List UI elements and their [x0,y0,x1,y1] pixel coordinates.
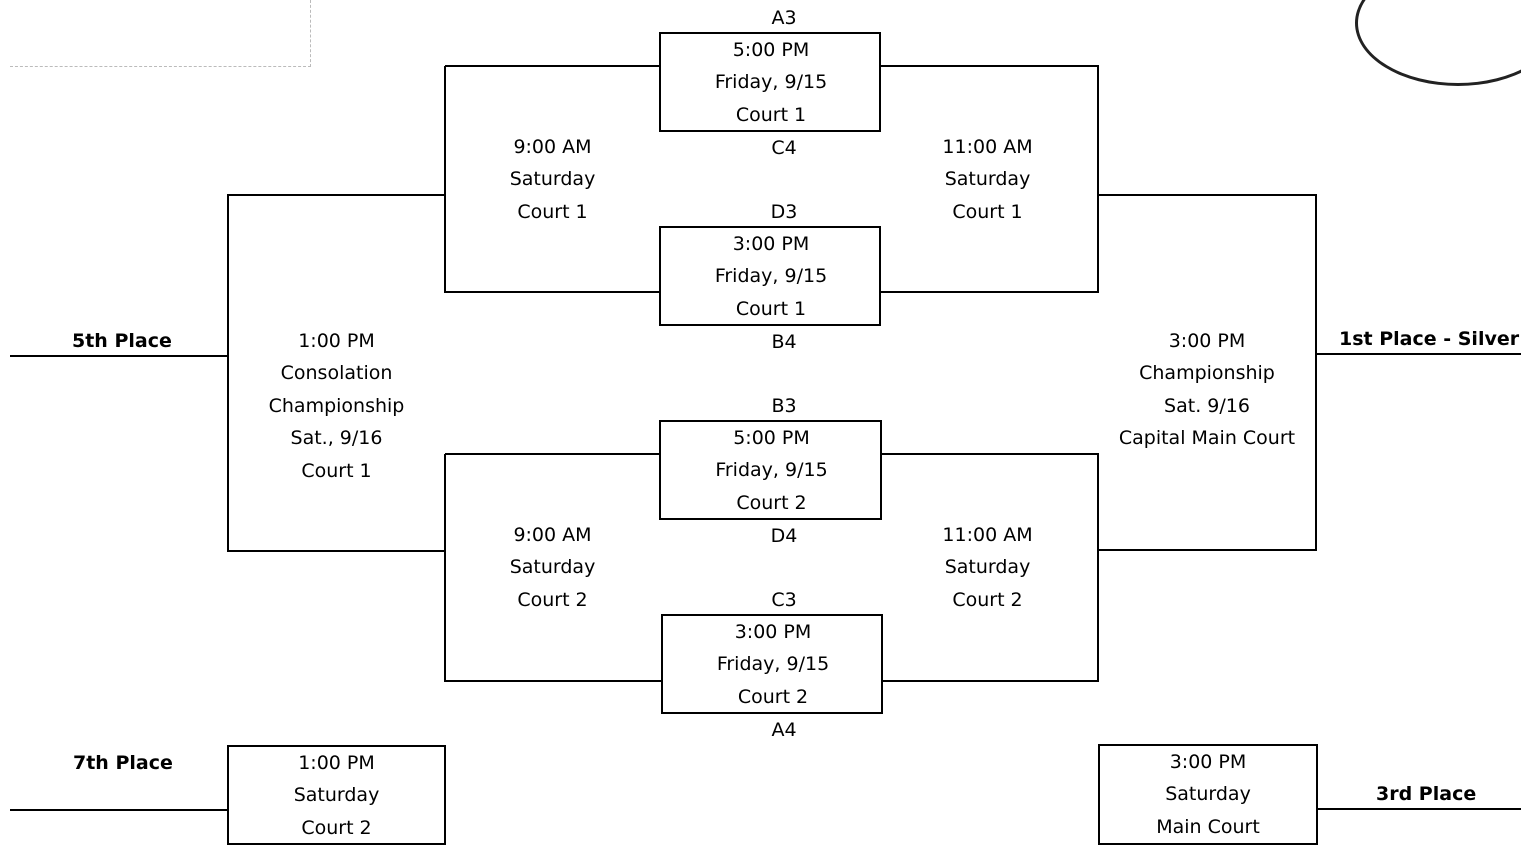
game-day: Sat., 9/16 [290,427,383,450]
game-bottom-second: 3:00 PM Friday, 9/15 Court 2 [663,616,883,713]
game-seventh: 1:00 PM Saturday Court 2 [229,747,444,844]
game-time: 3:00 PM [734,621,812,643]
game-time: 3:00 PM [732,233,810,255]
game-box-seventh [227,745,446,845]
game-court: Court 2 [736,491,807,514]
game-box-top-second [659,226,881,326]
game-court: Court 2 [517,588,588,611]
place-label-fifth: 5th Place [72,330,172,352]
game-semi-bottom-left: 9:00 AM Saturday Court 2 [470,519,635,616]
game-court: Court 1 [735,103,807,126]
game-semi-top-left: 9:00 AM Saturday Court 1 [470,131,635,228]
game-time: 11:00 AM [942,136,1033,158]
game-top-first: 5:00 PM Friday, 9/15 Court 1 [661,34,881,131]
game-court: Court 1 [301,459,372,482]
game-day: Friday, 9/15 [714,265,828,288]
game-court: Court 2 [301,816,372,839]
game-box-bottom-first [659,420,882,520]
game-day: Sat. 9/16 [1164,394,1250,417]
game-semi-top-right: 11:00 AM Saturday Court 1 [905,131,1070,228]
game-day: Saturday [509,556,596,579]
game-third: 3:00 PM Saturday Main Court [1100,746,1316,843]
game-semi-bottom-right: 11:00 AM Saturday Court 2 [905,519,1070,616]
game-box-bottom-second [661,614,883,714]
game-court: Court 2 [952,588,1023,611]
game-court: Court 1 [517,200,588,223]
seed-a4: A4 [771,719,797,741]
seed-d4: D4 [770,525,798,547]
game-time: 1:00 PM [298,330,375,352]
game-title: Consolation [280,362,393,385]
game-title: Championship [268,394,405,417]
place-label-third: 3rd Place [1376,783,1477,805]
game-day: Saturday [944,168,1031,191]
game-time: 11:00 AM [942,524,1033,546]
scan-artifact [10,0,311,67]
game-day: Saturday [1165,783,1251,806]
game-court: Court 1 [952,200,1023,223]
game-day: Saturday [509,168,596,191]
game-time: 1:00 PM [298,752,375,774]
game-consolation: 1:00 PM Consolation Championship Sat., 9… [240,325,433,487]
game-day: Saturday [944,556,1031,579]
seed-a3: A3 [771,7,797,29]
seed-b4: B4 [771,331,797,353]
game-top-second: 3:00 PM Friday, 9/15 Court 1 [661,228,881,325]
game-time: 3:00 PM [1169,751,1247,773]
seed-d3: D3 [770,201,798,223]
game-time: 9:00 AM [513,524,592,546]
place-label-first: 1st Place - Silver [1339,328,1520,350]
seed-b3: B3 [771,395,797,417]
game-box-top-first [659,32,881,132]
game-championship: 3:00 PM Championship Sat. 9/16 Capital M… [1101,325,1313,455]
game-day: Friday, 9/15 [714,71,828,94]
game-time: 5:00 PM [732,39,810,61]
game-time: 9:00 AM [513,136,592,158]
game-day: Saturday [293,784,380,807]
game-court: Main Court [1156,815,1260,838]
game-court: Court 1 [735,297,807,320]
game-court: Court 2 [737,685,809,708]
game-court: Capital Main Court [1118,427,1296,450]
seed-c4: C4 [771,137,797,159]
seed-c3: C3 [771,589,797,611]
game-day: Friday, 9/15 [716,653,830,676]
game-title: Championship [1139,362,1275,385]
game-bottom-first: 5:00 PM Friday, 9/15 Court 2 [661,422,882,519]
game-time: 3:00 PM [1168,330,1246,352]
game-time: 5:00 PM [733,427,810,449]
game-box-third [1098,744,1318,845]
place-label-seventh: 7th Place [73,752,173,774]
game-day: Friday, 9/15 [715,459,828,482]
